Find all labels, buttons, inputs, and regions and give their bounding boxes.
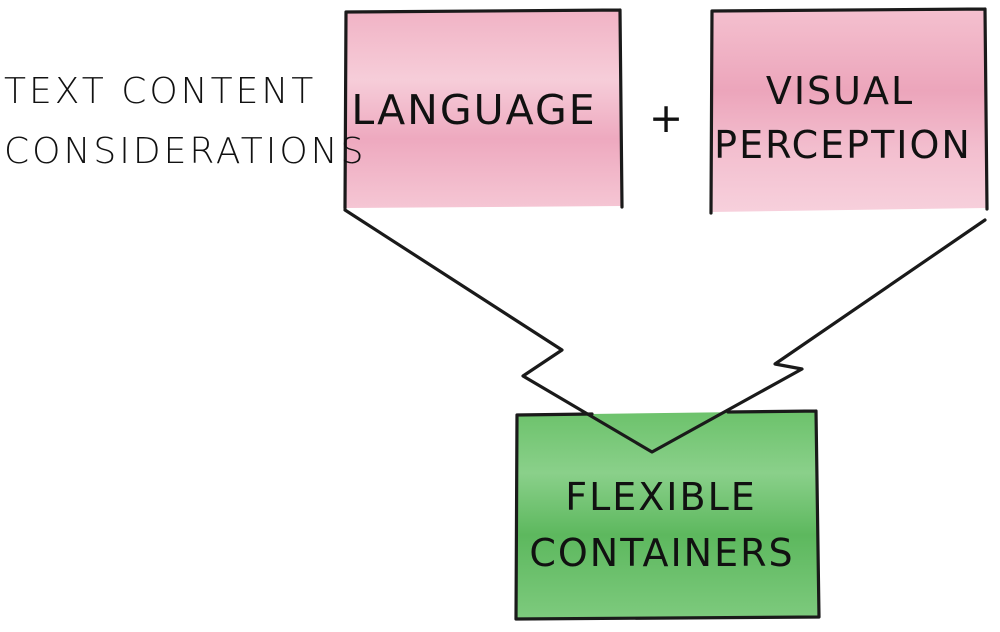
plus-sign: + [649, 94, 685, 142]
visual-label-line-1: VISUAL [766, 69, 914, 113]
language-box [343, 8, 624, 210]
language-box-fill [346, 11, 621, 208]
visual-box-outline [709, 7, 989, 215]
result-label-line-1: FLEXIBLE [565, 475, 757, 519]
result-label-line-2: CONTAINERS [529, 531, 794, 575]
result-box-fill [516, 411, 818, 618]
visual-box-fill [711, 10, 986, 212]
result-box-outline [514, 409, 821, 621]
visual-label-line-2: PERCEPTION [714, 123, 972, 167]
heading-line-2: CONSIDERATIONS [4, 131, 366, 172]
flexible-containers-box [514, 409, 821, 621]
language-box-outline [343, 8, 624, 210]
language-label: LANGUAGE [351, 86, 596, 134]
visual-perception-box [709, 7, 989, 215]
converging-arrow [343, 208, 987, 454]
heading-line-1: TEXT CONTENT [4, 71, 316, 112]
